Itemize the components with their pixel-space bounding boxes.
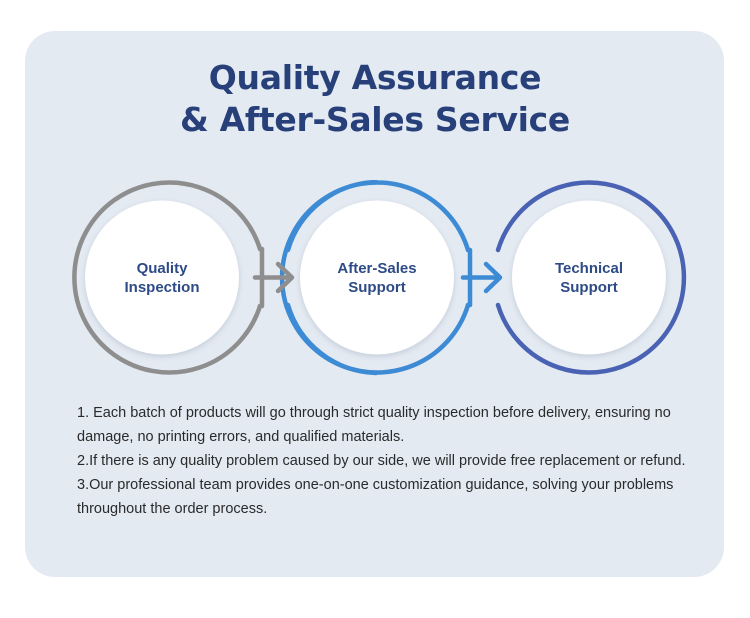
step-label-after-sales-support: After-Sales Support [307,259,447,297]
step-label-line: Support [560,279,618,296]
process-flow-diagram [72,180,687,376]
arrow-right-icon [460,247,503,308]
step-label-line: Support [348,279,406,296]
title-line-1: Quality Assurance [208,58,542,97]
page-title: Quality Assurance & After-Sales Service [0,57,750,141]
step-label-technical-support: Technical Support [519,259,659,297]
ring-technical-support [495,180,687,375]
service-note: 2.If there is any quality problem caused… [77,453,686,469]
title-line-2: & After-Sales Service [179,100,571,139]
arrow-right-icon [252,246,295,309]
disc-technical-support [512,200,666,355]
step-label-line: Quality [136,260,188,277]
ring-quality-inspection [72,180,263,375]
step-label-line: After-Sales [337,260,417,277]
step-label-line: Technical [554,260,624,277]
step-label-line: Inspection [124,279,200,296]
disc-after-sales-support [300,200,454,355]
disc-quality-inspection [85,200,239,355]
service-notes-list: 1. Each batch of products will go throug… [77,401,697,521]
service-note: 3.Our professional team provides one-on-… [77,477,674,517]
service-note: 1. Each batch of products will go throug… [77,405,671,445]
step-label-quality-inspection: Quality Inspection [92,259,232,297]
